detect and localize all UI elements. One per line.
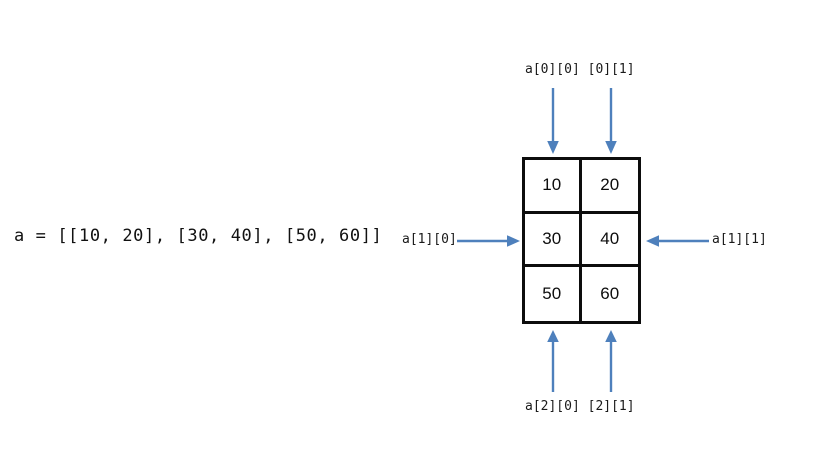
cell-0-1: 20 bbox=[581, 160, 638, 214]
label-row1-col1-index: a[1][1] bbox=[712, 232, 767, 247]
arrow-down-col0-icon bbox=[545, 88, 561, 154]
cell-1-0: 30 bbox=[525, 213, 582, 268]
array-literal-equation: a = [[10, 20], [30, 40], [50, 60]] bbox=[14, 226, 383, 246]
arrow-left-row1-icon bbox=[646, 233, 709, 249]
arrow-up-col1-icon bbox=[603, 330, 619, 392]
arrow-down-col1-icon bbox=[603, 88, 619, 154]
cell-2-1: 60 bbox=[581, 267, 638, 321]
cell-0-0: 10 bbox=[525, 160, 582, 214]
cell-2-0: 50 bbox=[525, 267, 582, 321]
label-row1-col0-index: a[1][0] bbox=[402, 232, 457, 247]
label-row2-indices: a[2][0] [2][1] bbox=[525, 399, 635, 414]
label-row0-indices: a[0][0] [0][1] bbox=[525, 62, 635, 77]
cell-1-1: 40 bbox=[581, 213, 638, 268]
arrow-right-row1-icon bbox=[457, 233, 520, 249]
arrow-up-col0-icon bbox=[545, 330, 561, 392]
array-grid: 10 20 30 40 50 60 bbox=[522, 157, 641, 324]
